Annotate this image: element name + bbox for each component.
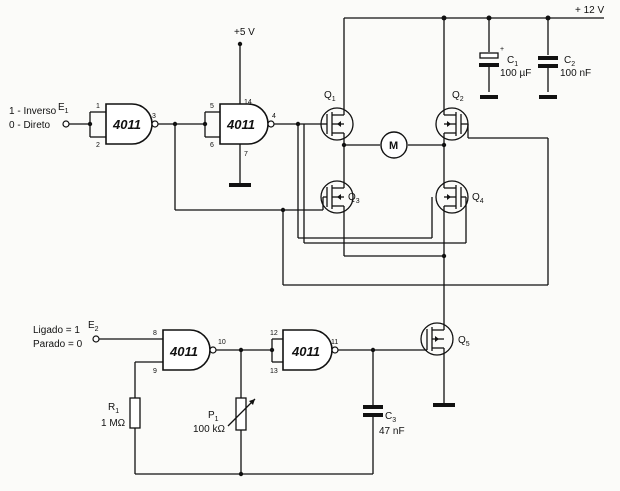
gate1-label: 4011 [112,117,141,132]
nand-gate-1: 4011 1 2 3 [96,103,159,149]
motor-label: M [389,140,398,152]
q1-name: Q1 [324,90,336,103]
q2-name: Q2 [452,90,464,103]
wire-g4-q5 [338,347,428,405]
nand-gate-2: 4011 5 6 4 [210,103,276,149]
pin-10: 10 [218,339,226,346]
input-e2: Ligado = 1 Parado = 0 E2 [33,320,163,350]
c1-value: 100 µF [500,68,531,79]
logic-supply: +5 V 14 7 [229,27,255,187]
c3-name: C3 [385,411,396,424]
gate4-label: 4011 [291,344,320,359]
pin-6: 6 [210,142,214,149]
pin-5: 5 [210,103,214,110]
motor: M [341,131,447,159]
supply-label: + 12 V [575,5,605,16]
p1-value: 100 kΩ [193,424,225,435]
gate2-label: 4011 [226,117,255,132]
potentiometer-p1: P1 100 kΩ [193,350,256,474]
gate3-label: 4011 [169,344,198,359]
q5-name: Q5 [458,335,470,348]
r1-name: R1 [108,402,119,415]
e2-line1: Ligado = 1 [33,325,80,336]
r1-value: 1 MΩ [101,418,126,429]
input-e1: 1 - Inverso 0 - Direto E1 [9,102,106,138]
e1-line2: 0 - Direto [9,120,51,131]
capacitor-c2: C2 100 nF [538,55,591,99]
e1-line1: 1 - Inverso [9,106,57,117]
pin-11: 11 [331,339,338,346]
nand-gate-4: 4011 12 13 11 [270,329,339,375]
logic-supply-label: +5 V [234,27,255,38]
pin-1: 1 [96,103,100,110]
transistor-q1: Q1 [320,90,354,141]
q3-name: Q3 [348,192,360,205]
pin-13: 13 [270,368,278,375]
transistor-q5: Q5 [420,322,470,407]
c2-name: C2 [564,55,575,68]
pin-8: 8 [153,330,157,337]
feedback-return [135,471,373,477]
pin-12: 12 [270,330,278,337]
capacitor-c1: + C1 100 µF [479,46,531,99]
capacitor-c3: C3 47 nF [363,405,405,474]
c2-value: 100 nF [560,68,591,79]
e2-line2: Parado = 0 [33,339,83,350]
pin-7: 7 [244,151,248,158]
bridge-wiring [280,124,549,330]
pin-14: 14 [244,99,252,106]
resistor-r1: R1 1 MΩ [101,362,141,474]
c3-value: 47 nF [379,426,405,437]
pin-9: 9 [153,368,157,375]
pin-2: 2 [96,142,100,149]
transistor-q3: Q3 [320,180,360,214]
supply-rail: + 12 V [343,5,605,105]
c1-polarity: + [500,46,504,53]
transistor-q2: Q2 [435,90,469,141]
nand-gate-3: 4011 8 9 10 [135,329,226,375]
wire-g2-q1 [274,121,433,239]
wire-g3-g4 [216,338,283,363]
p1-name: P1 [208,410,219,423]
q4-name: Q4 [472,192,484,205]
e1-name: E1 [58,102,69,115]
pin-4: 4 [272,113,276,120]
transistor-q4: Q4 [435,180,484,214]
e2-name: E2 [88,320,99,333]
c1-name: C1 [507,55,518,68]
pin-3: 3 [152,113,156,120]
